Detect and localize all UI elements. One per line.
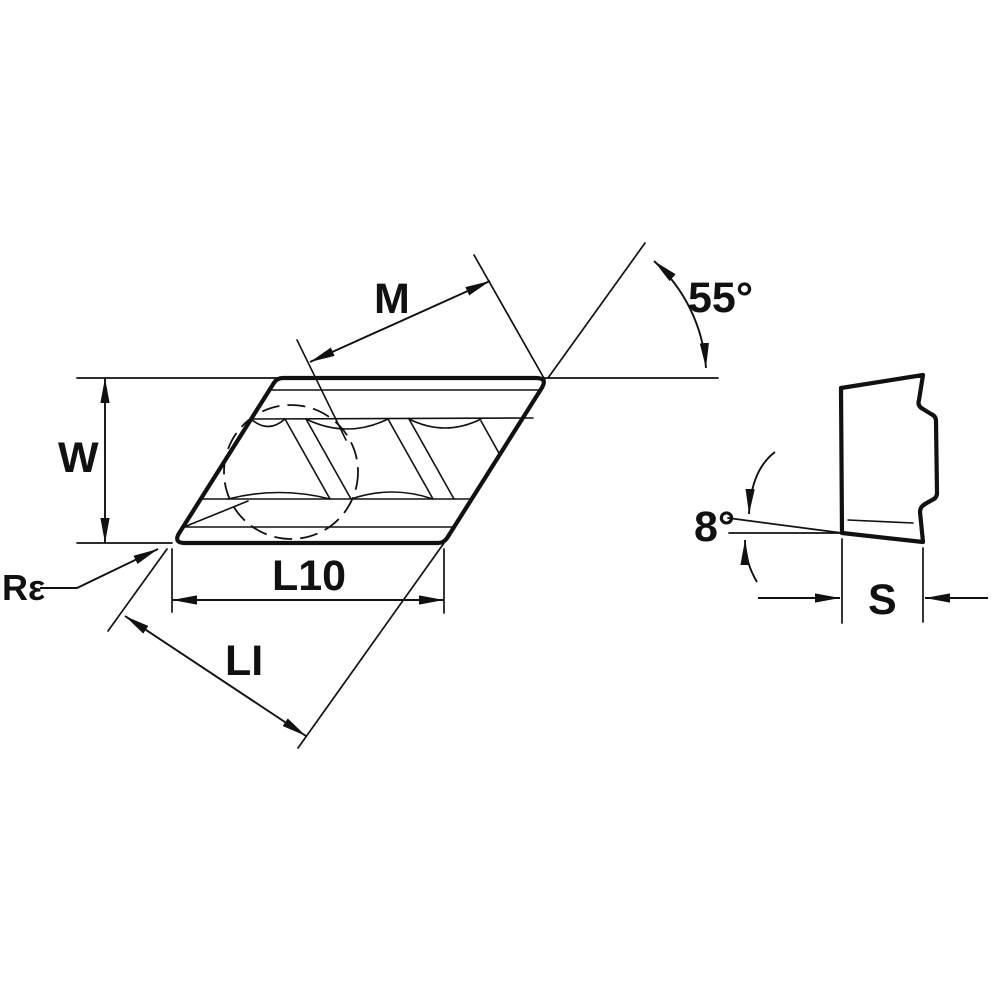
saddle-wave-top-1 xyxy=(250,418,286,428)
angle-55-label: 55° xyxy=(688,274,753,322)
m-label: M xyxy=(374,275,410,323)
side-profile-outline xyxy=(838,372,940,545)
insert-face-detail xyxy=(183,339,542,540)
side-view: 8° S xyxy=(694,372,988,624)
hidden-hole-circle xyxy=(223,404,359,540)
angle-8-sloped-line xyxy=(727,517,843,534)
corner-detail-line xyxy=(183,500,249,528)
groove-diagonal-1 xyxy=(284,418,331,500)
angle-8-arrow-lower xyxy=(740,539,758,583)
groove-diagonal-3 xyxy=(387,418,434,500)
radius-leader-line xyxy=(40,548,159,589)
top-view: W M 55° Rε L10 LI xyxy=(2,242,753,749)
right-edge-extension-lower xyxy=(297,542,445,749)
radius-label: Rε xyxy=(2,567,45,608)
dimension-l10: L10 xyxy=(171,548,445,614)
angle-55-arc xyxy=(653,260,709,369)
saddle-wave-bottom-1 xyxy=(227,491,331,500)
dimension-li: LI xyxy=(124,615,307,737)
m-dimension-line xyxy=(309,280,491,363)
m-reference-line xyxy=(473,254,546,381)
angle-8: 8° xyxy=(694,451,843,583)
groove-line-extended xyxy=(296,339,347,441)
li-dimension-line xyxy=(124,615,307,737)
seat-edge-line xyxy=(847,519,914,524)
w-label: W xyxy=(58,434,99,482)
saddle-wave-top-2 xyxy=(305,418,389,430)
groove-diagonal-2 xyxy=(305,418,352,500)
angle-8-label: 8° xyxy=(694,503,735,551)
groove-diagonal-4 xyxy=(408,418,455,500)
li-label: LI xyxy=(225,637,263,685)
groove-diagonal-5 xyxy=(480,420,501,456)
dimension-w: W xyxy=(58,378,110,543)
saddle-wave-bottom-2 xyxy=(350,491,434,500)
chipbreaker-shoulder-top xyxy=(250,417,534,420)
corner-radius: Rε xyxy=(2,548,159,608)
left-edge-extension-lower xyxy=(107,548,168,632)
angle-8-arrow-upper xyxy=(745,451,776,515)
insert-outline xyxy=(175,375,546,546)
l10-label: L10 xyxy=(272,552,346,600)
angle-55: 55° xyxy=(653,260,753,369)
saddle-wave-top-3 xyxy=(408,418,482,429)
s-label: S xyxy=(868,576,897,624)
dimension-s: S xyxy=(758,538,988,624)
dimension-m: M xyxy=(309,254,546,381)
right-edge-extension-upper xyxy=(547,242,646,379)
